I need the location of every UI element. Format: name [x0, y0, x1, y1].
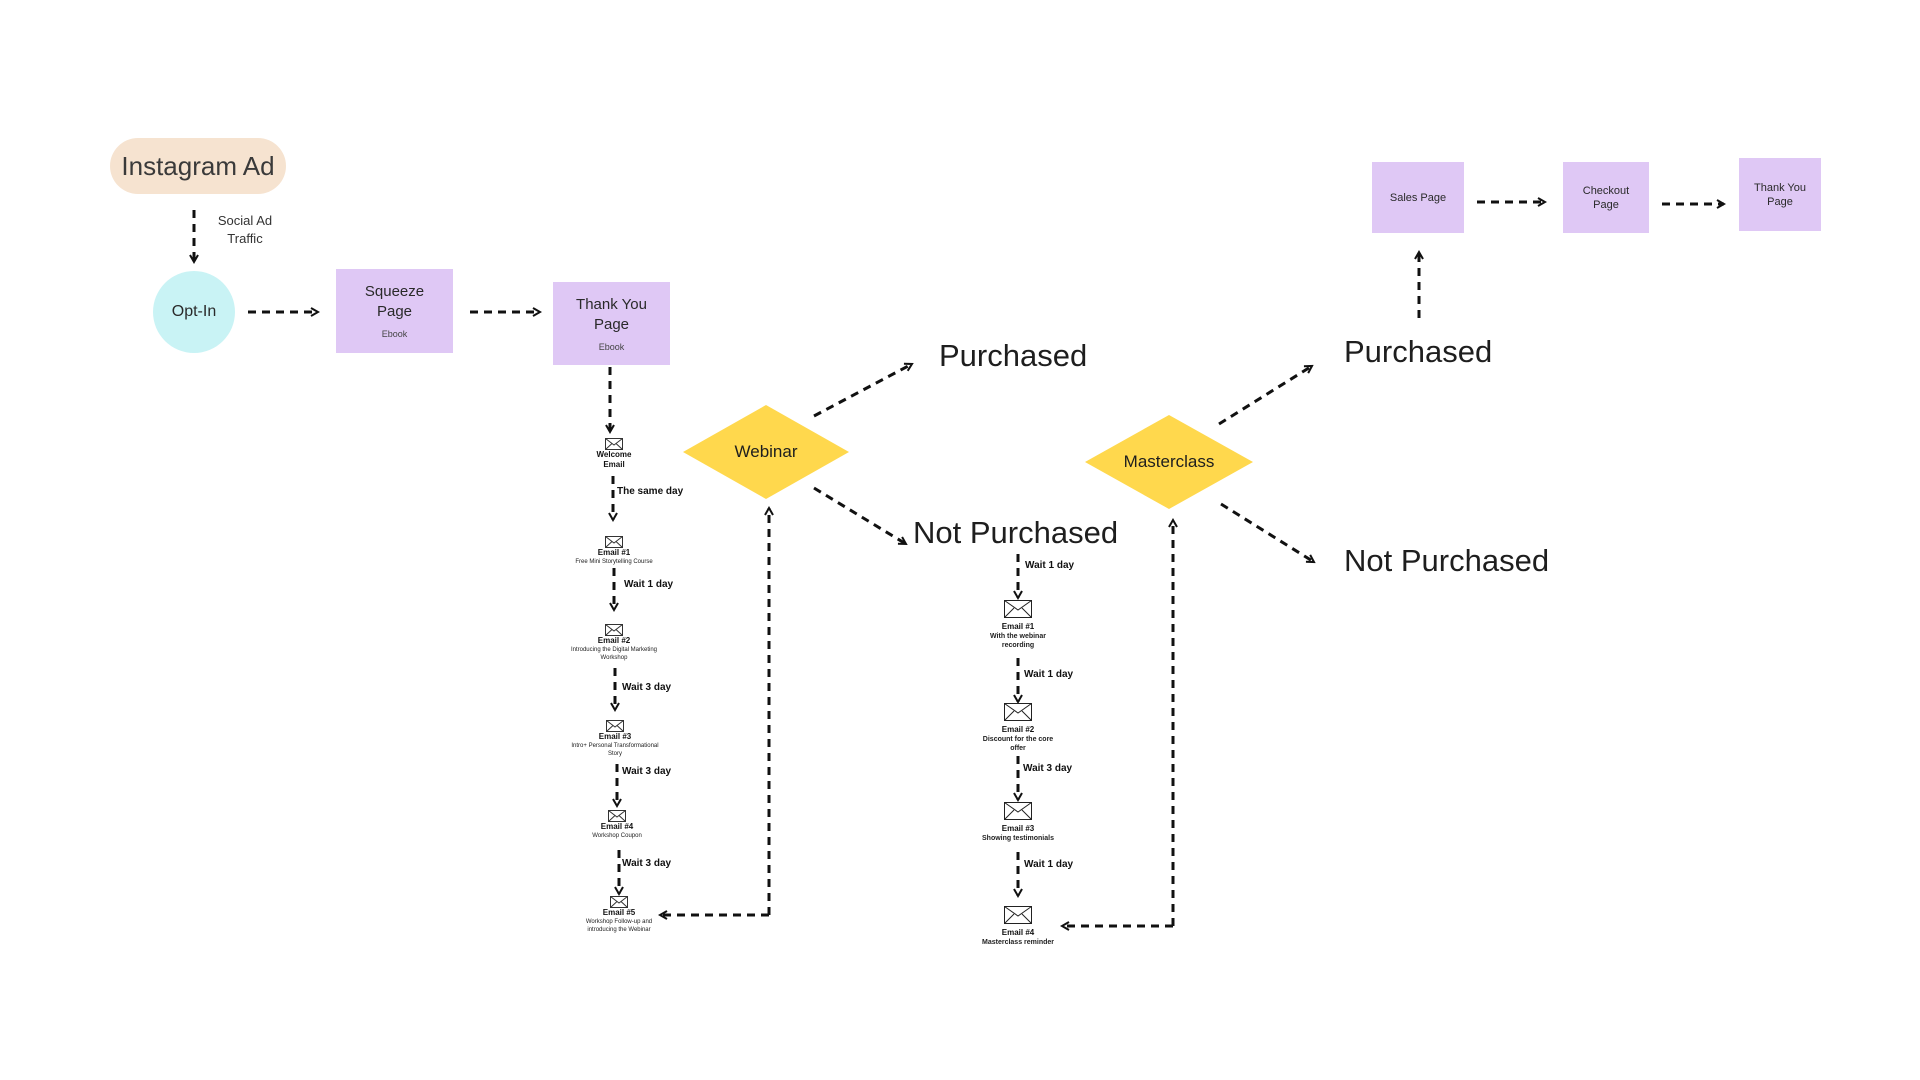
- email-title: Email #5: [602, 908, 636, 917]
- wait-label: Wait 1 day: [624, 579, 674, 590]
- wait-label: The same day: [617, 486, 684, 497]
- checkout-page-node[interactable]: Checkout Page: [1563, 162, 1649, 233]
- email-title: Email #3: [1001, 824, 1035, 833]
- webinar-purchased-label: Purchased: [939, 338, 1088, 373]
- masterclass-label: Masterclass: [1123, 452, 1215, 471]
- opt-in-label: Opt-In: [171, 303, 217, 320]
- wait-label: Wait 3 day: [622, 766, 672, 777]
- email-desc: With the webinar recording: [990, 633, 1046, 649]
- thank-you-page-label: Thank You Page: [576, 295, 647, 333]
- instagram-ad-node[interactable]: Instagram Ad: [110, 138, 286, 194]
- email-seq2-1[interactable]: Email #1 With the webinar recording: [977, 600, 1059, 650]
- email-seq1-welcome[interactable]: Welcome Email: [582, 438, 646, 470]
- envelope-icon: [1004, 802, 1032, 820]
- email-desc: Free Mini Storytelling Course: [575, 559, 653, 565]
- wait-label: Wait 1 day: [1025, 560, 1075, 571]
- checkout-page-label: Checkout Page: [1582, 184, 1630, 211]
- email-title: Email #3: [598, 732, 632, 741]
- envelope-icon: [1004, 600, 1032, 618]
- email-seq1-2[interactable]: Email #2 Introducing the Digital Marketi…: [568, 624, 660, 662]
- webinar-not-purchased-label: Not Purchased: [913, 515, 1119, 550]
- envelope-icon: [605, 536, 623, 548]
- email-desc: Introducing the Digital Marketing Worksh…: [570, 647, 658, 661]
- thank-you-page-node[interactable]: Thank You Page Ebook: [553, 282, 670, 365]
- sales-page-node[interactable]: Sales Page: [1372, 162, 1464, 233]
- email-title: Email #1: [597, 548, 631, 557]
- thank-you-page-2-node[interactable]: Thank You Page: [1739, 158, 1821, 231]
- squeeze-page-node[interactable]: Squeeze Page Ebook: [336, 269, 453, 353]
- email-seq2-3[interactable]: Email #3 Showing testimonials: [972, 802, 1064, 843]
- email-seq2-2[interactable]: Email #2 Discount for the core offer: [977, 703, 1059, 753]
- envelope-icon: [1004, 906, 1032, 924]
- webinar-decision[interactable]: Webinar: [683, 405, 849, 499]
- envelope-icon: [1004, 703, 1032, 721]
- webinar-label: Webinar: [734, 442, 798, 461]
- squeeze-page-label: Squeeze Page: [364, 283, 425, 320]
- social-traffic-label: Social Ad Traffic: [217, 213, 273, 246]
- email-title: Welcome Email: [596, 450, 632, 469]
- diamond-shape: [683, 405, 849, 499]
- wait-label: Wait 3 day: [622, 682, 672, 693]
- wait-label: Wait 3 day: [1023, 763, 1073, 774]
- sales-page-label: Sales Page: [1389, 191, 1447, 204]
- email-title: Email #2: [597, 636, 631, 645]
- envelope-icon: [605, 438, 623, 450]
- diamond-shape: [1085, 415, 1253, 509]
- email-seq1-4[interactable]: Email #4 Workshop Coupon: [577, 810, 657, 840]
- email-title: Email #4: [1001, 928, 1035, 937]
- masterclass-purchased-label: Purchased: [1344, 334, 1493, 369]
- instagram-ad-label: Instagram Ad: [121, 150, 275, 181]
- email-seq1-1[interactable]: Email #1 Free Mini Storytelling Course: [568, 536, 660, 566]
- email-desc: Showing testimonials: [982, 835, 1054, 842]
- email-title: Email #1: [1001, 622, 1035, 631]
- envelope-icon: [608, 810, 626, 822]
- email-desc: Workshop Follow-up and introducing the W…: [585, 919, 653, 933]
- email-desc: Masterclass reminder: [982, 939, 1054, 946]
- email-seq1-3[interactable]: Email #3 Intro+ Personal Transformationa…: [570, 720, 660, 758]
- email-title: Email #2: [1001, 725, 1035, 734]
- envelope-icon: [606, 720, 624, 732]
- masterclass-not-purchased-label: Not Purchased: [1344, 543, 1550, 578]
- thank-you-page-sub: Ebook: [598, 341, 625, 352]
- envelope-icon: [610, 896, 628, 908]
- wait-label: Wait 1 day: [1024, 669, 1074, 680]
- thank-you-page-2-label: Thank You Page: [1754, 181, 1806, 208]
- wait-label: Wait 3 day: [622, 858, 672, 869]
- email-seq2-4[interactable]: Email #4 Masterclass reminder: [970, 906, 1066, 947]
- email-seq1-5[interactable]: Email #5 Workshop Follow-up and introduc…: [584, 896, 654, 934]
- masterclass-decision[interactable]: Masterclass: [1085, 415, 1253, 509]
- email-desc: Workshop Coupon: [592, 833, 642, 839]
- envelope-icon: [605, 624, 623, 636]
- squeeze-page-sub: Ebook: [381, 329, 408, 339]
- email-title: Email #4: [600, 822, 634, 831]
- email-desc: Discount for the core offer: [982, 736, 1054, 752]
- opt-in-node[interactable]: Opt-In: [153, 271, 235, 353]
- wait-label: Wait 1 day: [1024, 859, 1074, 870]
- email-desc: Intro+ Personal Transformational Story: [571, 743, 659, 757]
